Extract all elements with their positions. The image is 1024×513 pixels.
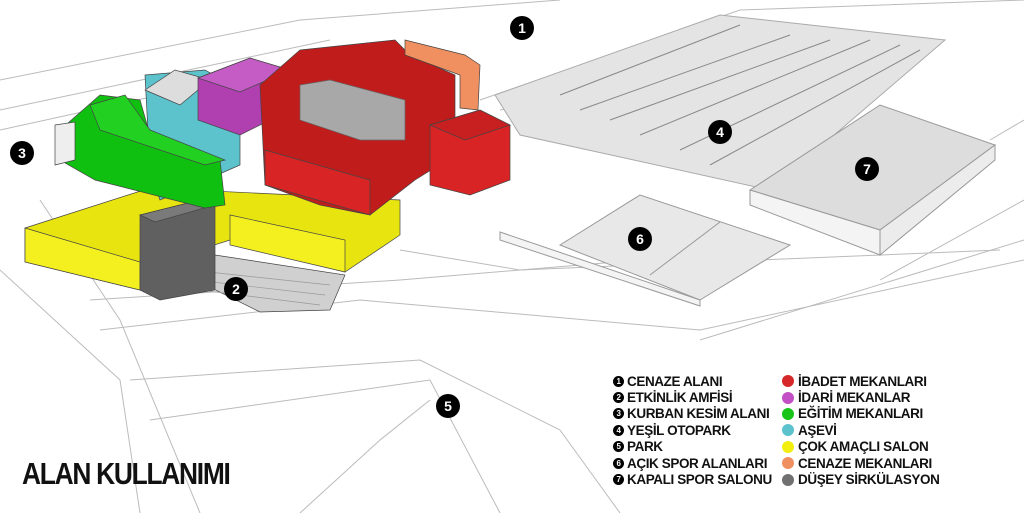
legend-label: KAPALI SPOR SALONU <box>627 472 772 488</box>
legend-use-item: CENAZE MEKANLARI <box>782 455 939 471</box>
number-badge: 2 <box>613 392 624 404</box>
legend-use-item: AŞEVİ <box>782 422 939 438</box>
legend-label: AÇIK SPOR ALANLARI <box>627 455 768 471</box>
marker-2: 2 <box>224 277 248 301</box>
color-swatch <box>782 440 794 453</box>
legend-label: CENAZE ALANI <box>627 373 723 389</box>
marker-7: 7 <box>855 157 879 181</box>
legend-label: İDARİ MEKANLAR <box>798 390 911 406</box>
number-badge: 7 <box>613 474 624 486</box>
legend-label: EĞİTİM MEKANLARI <box>798 406 923 422</box>
legend-label: YEŞİL OTOPARK <box>627 422 731 438</box>
number-badge: 6 <box>613 457 624 469</box>
color-swatch <box>782 457 794 470</box>
color-swatch <box>782 391 794 404</box>
number-badge: 5 <box>613 441 624 453</box>
marker-4: 4 <box>708 120 732 144</box>
number-badge: 3 <box>613 408 624 420</box>
color-swatch <box>782 407 794 420</box>
legend-label: ETKİNLİK AMFİSİ <box>627 390 733 406</box>
color-swatch <box>782 375 794 388</box>
legend-label: KURBAN KESİM ALANI <box>627 406 770 422</box>
legend-use-item: DÜŞEY SİRKÜLASYON <box>782 471 940 488</box>
legend-use-item: İBADET MEKANLARI <box>782 373 939 389</box>
page-title: ALAN KULLANIMI <box>22 456 231 491</box>
marker-1: 1 <box>510 16 534 40</box>
marker-6: 6 <box>628 227 652 251</box>
legend-label: ÇOK AMAÇLI SALON <box>798 439 929 455</box>
marker-3: 3 <box>10 141 34 165</box>
funeral-building <box>404 39 481 111</box>
number-badge: 1 <box>613 375 624 387</box>
legend-label: PARK <box>627 439 663 455</box>
color-swatch <box>782 473 794 486</box>
legend-label: DÜŞEY SİRKÜLASYON <box>798 472 940 488</box>
legend-label: İBADET MEKANLARI <box>798 373 927 389</box>
legend-use-item: EĞİTİM MEKANLARI <box>782 406 939 422</box>
legend-label: AŞEVİ <box>798 422 837 438</box>
legend-use-item: ÇOK AMAÇLI SALON <box>782 439 939 455</box>
number-badge: 4 <box>613 424 624 436</box>
outdoor-sports-fields <box>499 194 792 307</box>
parking-area <box>494 14 947 191</box>
legend-use-item: İDARİ MEKANLAR <box>782 389 939 405</box>
legend-label: CENAZE MEKANLARI <box>798 455 932 471</box>
complex-buildings <box>24 39 511 313</box>
marker-5: 5 <box>436 394 460 418</box>
color-swatch <box>782 424 794 437</box>
